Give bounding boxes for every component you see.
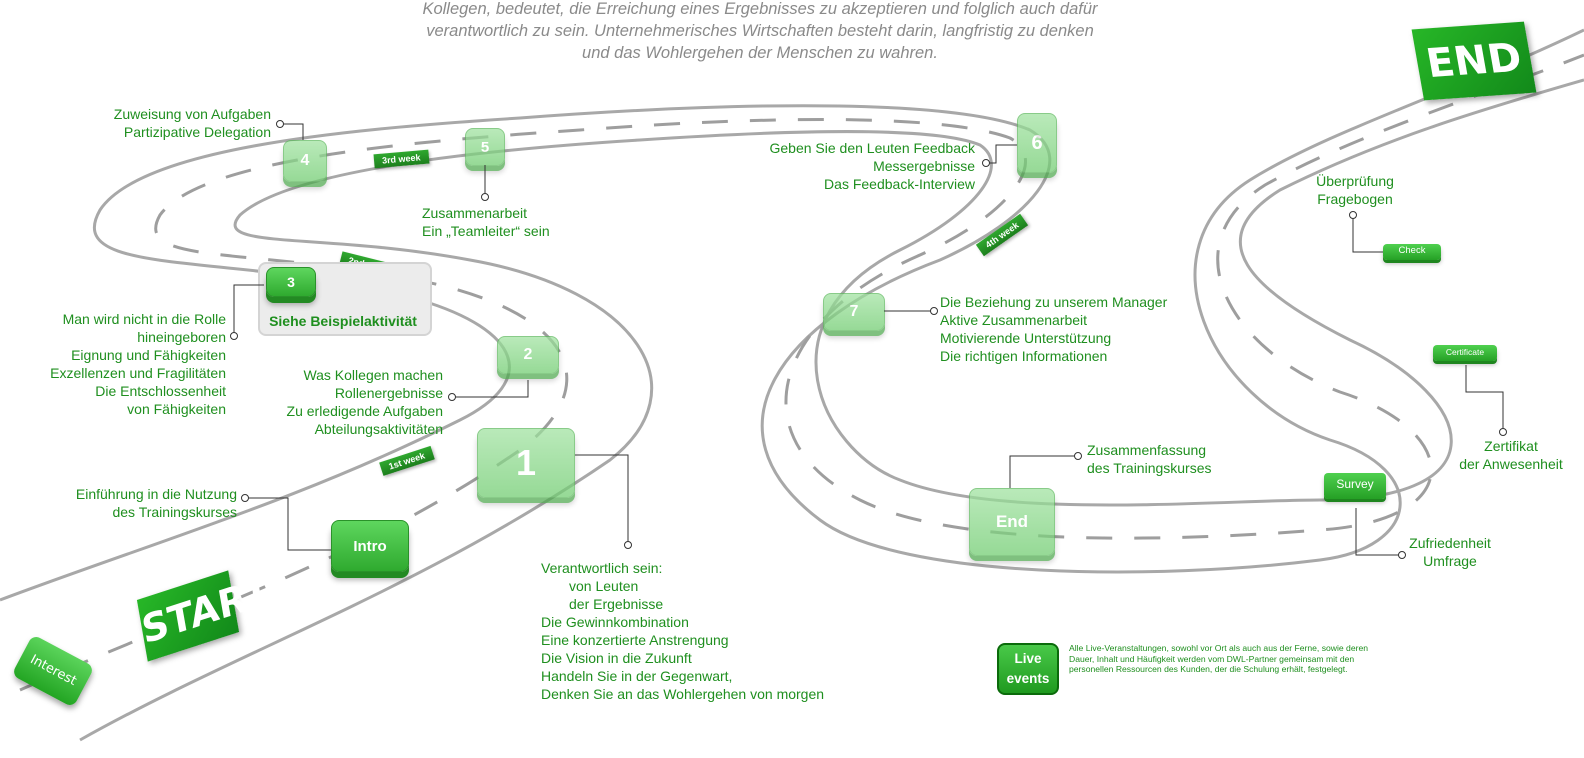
- label-line: Partizipative Delegation: [123, 124, 271, 140]
- label-line: Messergebnisse: [873, 158, 975, 174]
- label-line: Ein „Teamleiter“ sein: [422, 223, 550, 239]
- key-7[interactable]: 7: [823, 293, 885, 331]
- label-line: Geben Sie den Leuten Feedback: [769, 140, 976, 156]
- key-check-label: Check: [1398, 245, 1426, 256]
- label-line: Einführung in die Nutzung: [75, 486, 237, 502]
- label-end: Zusammenfassung des Trainingskurses: [1087, 441, 1212, 477]
- label-5: Zusammenarbeit Ein „Teamleiter“ sein: [422, 204, 550, 240]
- label-survey: Zufriedenheit Umfrage: [1400, 534, 1500, 570]
- key-survey[interactable]: Survey: [1324, 473, 1386, 499]
- label-line: Die Beziehung zu unserem Manager: [940, 294, 1168, 310]
- key-7-label: 7: [849, 303, 859, 320]
- label-line: Die Vision in die Zukunft: [541, 650, 692, 666]
- intro-line: verantwortlich zu sein. Unternehmerische…: [426, 22, 1094, 40]
- key-4-label: 4: [300, 152, 310, 169]
- label-line: Zusammenfassung: [1087, 442, 1207, 458]
- key-3-label: 3: [287, 274, 295, 290]
- label-line: von Leuten: [569, 578, 639, 594]
- road-center-line: [19, 53, 1584, 692]
- key-end[interactable]: End: [969, 488, 1055, 556]
- key-intro[interactable]: Intro: [331, 520, 409, 572]
- live-events-badge: Live events: [997, 643, 1059, 695]
- intro-paragraph: Kollegen, bedeutet, die Erreichung eines…: [340, 0, 1180, 64]
- key-4[interactable]: 4: [283, 140, 327, 182]
- label-line: von Fähigkeiten: [127, 401, 226, 417]
- label-line: Verantwortlich sein:: [541, 560, 663, 576]
- key-1[interactable]: 1: [477, 428, 575, 498]
- live-badge-line: Live: [1014, 651, 1042, 666]
- label-intro: Einführung in die Nutzung des Trainingsk…: [76, 485, 237, 521]
- key-6[interactable]: 6: [1017, 113, 1057, 173]
- key-end-label: End: [995, 512, 1029, 531]
- label-7: Die Beziehung zu unserem Manager Aktive …: [940, 293, 1167, 365]
- intro-line: Kollegen, bedeutet, die Erreichung eines…: [422, 0, 1098, 18]
- label-line: Zusammenarbeit: [422, 205, 528, 221]
- key-3[interactable]: 3: [266, 267, 316, 297]
- label-line: des Trainingskurses: [112, 504, 237, 520]
- key-certificate[interactable]: Certificate: [1433, 345, 1497, 361]
- label-line: Exzellenzen und Fragilitäten: [50, 365, 226, 381]
- label-line: Motivierende Unterstützung: [940, 330, 1112, 346]
- end-flag-text: END: [1422, 35, 1526, 87]
- label-line: Eignung und Fähigkeiten: [71, 347, 226, 363]
- key-5-label: 5: [480, 138, 490, 156]
- label-6: Geben Sie den Leuten Feedback Messergebn…: [770, 139, 976, 193]
- key-2[interactable]: 2: [497, 336, 559, 374]
- live-badge-line: events: [1006, 671, 1050, 686]
- label-line: Das Feedback-Interview: [824, 176, 975, 192]
- interest-badge-text: Interest: [27, 652, 79, 689]
- label-line: Fragebogen: [1317, 191, 1393, 207]
- key-check[interactable]: Check: [1383, 244, 1441, 260]
- key-certificate-label: Certificate: [1445, 347, 1485, 357]
- label-line: Überprüfung: [1316, 173, 1394, 189]
- key-1-label: 1: [515, 442, 537, 483]
- end-flag: END: [1411, 21, 1537, 101]
- label-line: Man wird nicht in die Rolle: [62, 311, 226, 327]
- label-line: Zu erledigende Aufgaben: [286, 403, 443, 419]
- label-line: Zuweisung von Aufgaben: [113, 106, 271, 122]
- label-line: des Trainingskurses: [1087, 460, 1212, 476]
- week-label: 3rd week: [381, 152, 421, 166]
- sample-activity-label[interactable]: Siehe Beispielaktivität: [269, 313, 417, 329]
- key-6-label: 6: [1031, 131, 1043, 154]
- label-line: Zufriedenheit: [1409, 535, 1491, 551]
- key-survey-label: Survey: [1336, 477, 1374, 491]
- label-1: Verantwortlich sein: von Leuten der Erge…: [541, 559, 824, 703]
- label-check: Überprüfung Fragebogen: [1296, 172, 1414, 208]
- label-line: Eine konzertierte Anstrengung: [541, 632, 729, 648]
- live-events-text: Alle Live-Veranstaltungen, sowohl vor Or…: [1069, 643, 1369, 675]
- label-2: Was Kollegen machen Rollenergebnisse Zu …: [287, 366, 443, 438]
- label-4: Zuweisung von Aufgaben Partizipative Del…: [114, 105, 271, 141]
- label-line: Umfrage: [1423, 553, 1477, 569]
- label-certificate: Zertifikat der Anwesenheit: [1450, 437, 1572, 473]
- sample-activity-box: [258, 262, 432, 336]
- label-line: Was Kollegen machen: [303, 367, 443, 383]
- key-2-label: 2: [523, 346, 533, 363]
- label-line: Rollenergebnisse: [334, 385, 443, 401]
- label-line: Abteilungsaktivitäten: [314, 421, 443, 437]
- label-line: der Ergebnisse: [569, 596, 664, 612]
- label-line: Die Entschlossenheit: [95, 383, 226, 399]
- label-3: Man wird nicht in die Rolle hineingebore…: [50, 310, 226, 418]
- label-line: hineingeboren: [137, 329, 226, 345]
- label-line: Die Gewinnkombination: [541, 614, 689, 630]
- label-line: Zertifikat: [1484, 438, 1538, 454]
- label-line: Denken Sie an das Wohlergehen von morgen: [541, 686, 825, 702]
- label-line: Aktive Zusammenarbeit: [940, 312, 1088, 328]
- road-edges: [0, 28, 1584, 742]
- intro-line: und das Wohlergehen der Menschen zu wahr…: [582, 44, 938, 62]
- label-line: Handeln Sie in der Gegenwart,: [541, 668, 733, 684]
- label-line: der Anwesenheit: [1459, 456, 1563, 472]
- key-intro-label: Intro: [353, 537, 387, 555]
- key-5[interactable]: 5: [465, 128, 505, 166]
- label-line: Die richtigen Informationen: [940, 348, 1108, 364]
